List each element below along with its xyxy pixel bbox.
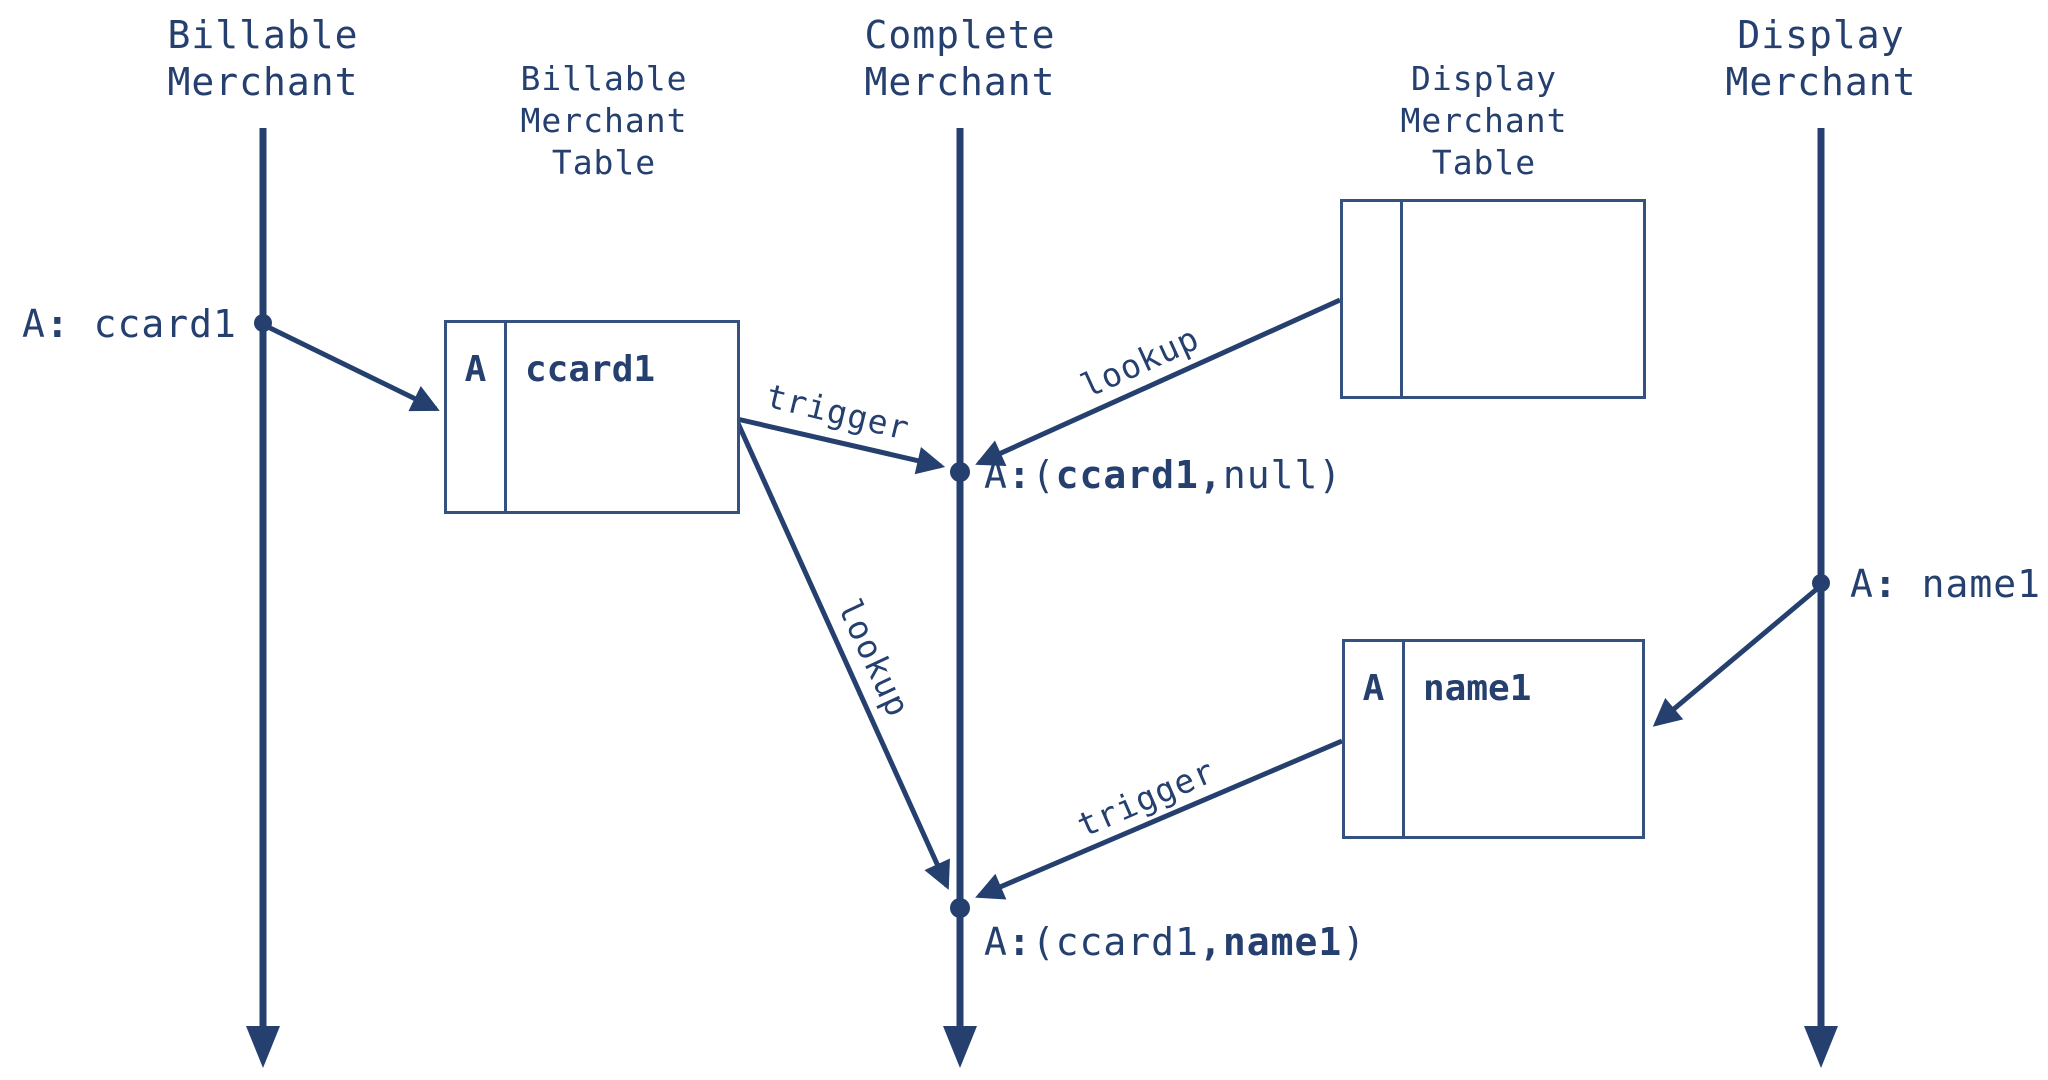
event-text: A: [984, 920, 1008, 964]
table-key-cell: [1343, 202, 1403, 396]
event-label-complete-second: A:(ccard1,name1): [984, 920, 1366, 964]
display-merchant-table-box-filled: A name1: [1342, 639, 1645, 839]
event-text: A: [1850, 562, 1874, 606]
lifeline-display-arrowhead-icon: [1804, 1026, 1838, 1068]
lifeline-label-billable-merchant: Billable Merchant: [167, 13, 359, 104]
table-value-cell: ccard1: [525, 349, 656, 390]
table-label-display-merchant-table: Display Merchant Table: [1400, 59, 1568, 182]
lifeline-label-complete-merchant: Complete Merchant: [864, 13, 1056, 104]
arrow-display-to-table: [1652, 586, 1820, 727]
event-label-complete-first: A:(ccard1,null): [984, 453, 1342, 497]
lifeline-billable-arrowhead-icon: [246, 1026, 280, 1068]
table-value-cell: name1: [1423, 668, 1532, 709]
event-text: null): [1222, 453, 1343, 497]
billable-merchant-table-box: A ccard1: [444, 320, 740, 514]
event-text: :: [45, 302, 70, 346]
event-text: ccard1,: [1055, 453, 1223, 497]
event-text: :: [1873, 562, 1898, 606]
display-merchant-table-box-empty: [1340, 199, 1646, 399]
table-value-cell: [1403, 202, 1421, 396]
event-dot-complete-first: [950, 462, 970, 482]
event-text: ccard1: [69, 302, 237, 346]
arrow-billable-to-table: [266, 324, 440, 412]
event-text: A: [22, 302, 46, 346]
event-dot-billable: [254, 314, 272, 332]
arrow-lookup-first: [975, 297, 1342, 466]
table-key-cell: A: [1345, 642, 1405, 836]
event-label-billable: A: ccard1: [22, 302, 237, 346]
arrow-lookup-second: [734, 419, 950, 890]
event-dot-complete-second: [950, 898, 970, 918]
arrow-trigger-second: [975, 738, 1343, 900]
event-label-display: A: name1: [1850, 562, 2041, 606]
lifeline-complete-arrowhead-icon: [943, 1026, 977, 1068]
event-text: :: [1007, 453, 1032, 497]
event-text: (ccard1: [1031, 920, 1199, 964]
event-text: ): [1342, 920, 1367, 964]
arrow-trigger-first: [736, 416, 946, 475]
event-text: ,name1: [1198, 920, 1343, 964]
event-text: :: [1007, 920, 1032, 964]
table-label-billable-merchant-table: Billable Merchant Table: [520, 59, 688, 182]
event-text: (: [1031, 453, 1056, 497]
event-dot-display: [1812, 574, 1830, 592]
lifeline-label-display-merchant: Display Merchant: [1725, 13, 1917, 104]
event-text: A: [984, 453, 1008, 497]
event-text: name1: [1897, 562, 2042, 606]
table-key-cell: A: [447, 323, 507, 511]
